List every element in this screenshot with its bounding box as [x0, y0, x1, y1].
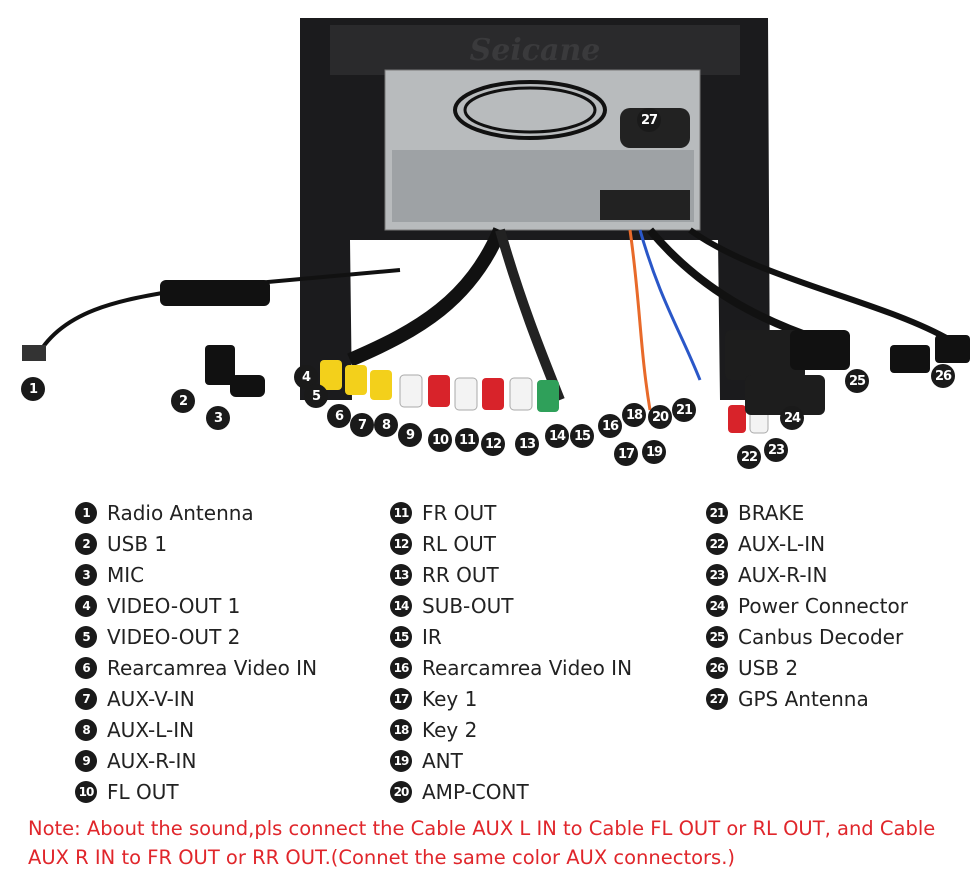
callout-24: 24 [780, 406, 804, 430]
canbus-decoder [790, 330, 850, 370]
callout-8: 8 [374, 413, 398, 437]
usb2-plug [890, 345, 930, 373]
radio-antenna-plug [22, 345, 46, 361]
callout-6: 6 [327, 404, 351, 428]
usb1-plug [205, 345, 235, 385]
callout-22: 22 [737, 445, 761, 469]
callout-7: 7 [350, 413, 374, 437]
frame-top [330, 25, 740, 75]
wiring-photo: Seicane [22, 18, 970, 434]
callout-3: 3 [206, 406, 230, 430]
callout-2: 2 [171, 389, 195, 413]
callout-27: 27 [637, 108, 661, 132]
sound-connection-note: Note: About the sound,pls connect the Ca… [28, 817, 936, 869]
brand-watermark: Seicane [470, 33, 601, 68]
callout-10: 10 [428, 428, 452, 452]
callout-14: 14 [545, 424, 569, 448]
callout-16: 16 [598, 414, 622, 438]
callout-23: 23 [764, 438, 788, 462]
callout-18: 18 [622, 403, 646, 427]
callout-13: 13 [515, 432, 539, 456]
callout-1: 1 [21, 377, 45, 401]
callout-11: 11 [455, 428, 479, 452]
callout-15: 15 [570, 424, 594, 448]
mic-plug [230, 375, 265, 397]
callout-9: 9 [398, 423, 422, 447]
wiring-illustration: Seicane [22, 18, 970, 434]
antenna-module [160, 280, 270, 306]
gps-cable-coil [453, 80, 607, 140]
callout-5: 5 [304, 384, 328, 408]
callout-19: 19 [642, 440, 666, 464]
harness-bundle [347, 227, 507, 367]
callout-12: 12 [481, 432, 505, 456]
callout-20: 20 [648, 405, 672, 429]
callout-21: 21 [672, 398, 696, 422]
callout-25: 25 [845, 369, 869, 393]
connector-block [600, 190, 690, 220]
callout-17: 17 [614, 442, 638, 466]
callout-26: 26 [931, 364, 955, 388]
power-connector [725, 330, 805, 380]
